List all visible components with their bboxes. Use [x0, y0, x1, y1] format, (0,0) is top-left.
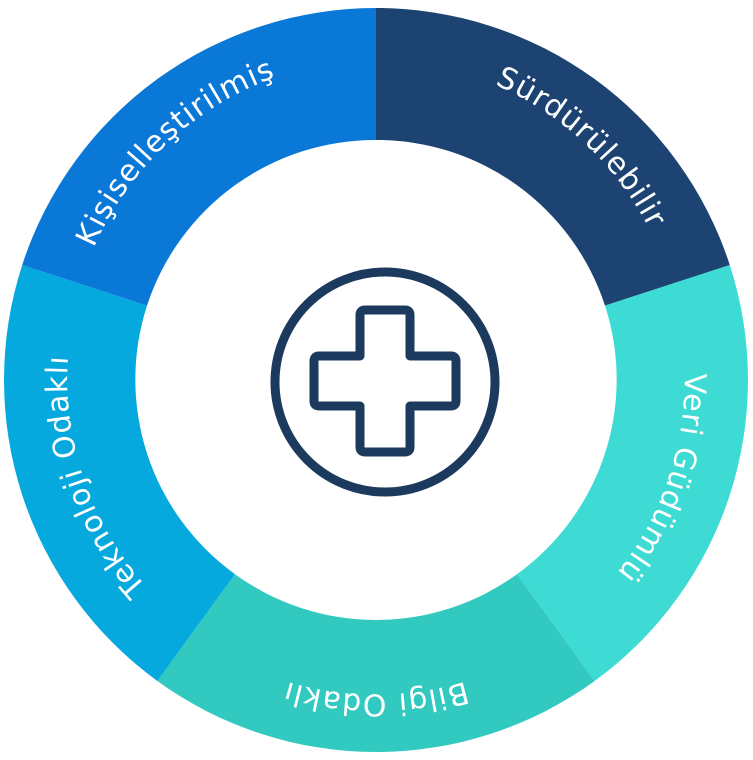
segment-bilgi-odakli[interactable] — [157, 574, 595, 752]
segment-teknoloji-odakli[interactable] — [3, 265, 236, 681]
segment-surdurulebilir[interactable] — [376, 8, 730, 306]
medical-cross-icon-ring — [270, 267, 500, 497]
medical-cross-icon-cross — [309, 305, 461, 457]
segments-group — [3, 8, 749, 752]
segment-kisisellestirilmis[interactable] — [22, 8, 376, 306]
medical-cross-icon — [270, 267, 500, 497]
segment-veri-gudumlu[interactable] — [517, 265, 749, 681]
